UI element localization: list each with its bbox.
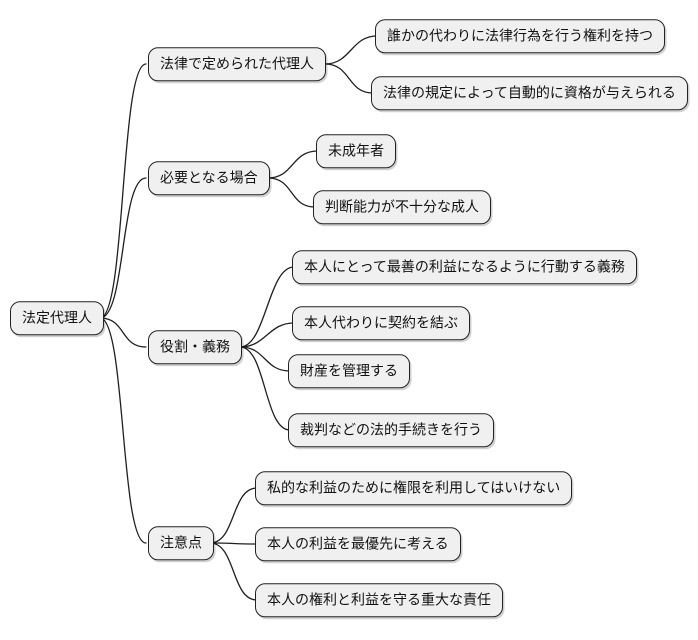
- node-leaf-minors: 未成年者: [316, 134, 396, 168]
- connector-root-branch-2: [99, 177, 147, 319]
- node-leaf-grave-responsibility-to-protect-rights: 本人の権利と利益を守る重大な責任: [255, 583, 503, 617]
- node-leaf-prioritize-principals-interest: 本人の利益を最優先に考える: [255, 527, 461, 561]
- node-leaf-duty-to-act-in-best-interest: 本人にとって最善の利益になるように行動する義務: [292, 250, 637, 284]
- connector-root-branch-4: [99, 317, 147, 544]
- node-leaf-conduct-legal-proceedings: 裁判などの法的手続きを行う: [288, 413, 494, 447]
- connector-branch-3-leaf-2: [239, 322, 295, 348]
- connector-branch-3-leaf-4: [239, 346, 291, 431]
- connector-root-branch-1: [99, 63, 147, 319]
- connector-branch-2-leaf-1: [267, 150, 319, 179]
- connector-branch-3-leaf-3: [239, 346, 291, 372]
- connector-branch-1-leaf-1: [324, 35, 378, 65]
- node-leaf-no-use-of-authority-for-private-gain: 私的な利益のために権限を利用してはいけない: [255, 471, 573, 505]
- connector-branch-4-leaf-1: [209, 487, 258, 544]
- node-branch-points-of-caution: 注意点: [148, 526, 214, 560]
- node-leaf-adults-with-insufficient-judgment: 判断能力が不十分な成人: [313, 190, 491, 224]
- node-leaf-manage-property: 財産を管理する: [288, 354, 410, 388]
- connector-branch-2-leaf-2: [267, 177, 316, 208]
- node-leaf-conclude-contracts-on-behalf: 本人代わりに契約を結ぶ: [292, 306, 470, 340]
- connector-branch-4-leaf-2: [209, 542, 258, 545]
- connector-branch-3-leaf-1: [239, 266, 295, 348]
- node-root: 法定代理人: [10, 301, 104, 335]
- connector-root-branch-3: [99, 317, 147, 348]
- connector-branch-1-leaf-2: [324, 63, 374, 94]
- node-branch-roles-and-duties: 役割・義務: [148, 330, 242, 364]
- node-branch-cases-where-needed: 必要となる場合: [148, 161, 270, 195]
- node-leaf-qualification-granted-automatically-by-law: 法律の規定によって自動的に資格が与えられる: [371, 76, 688, 110]
- node-leaf-right-to-act-legally-for-someone: 誰かの代わりに法律行為を行う権利を持つ: [375, 19, 665, 53]
- connector-branch-4-leaf-3: [209, 542, 258, 601]
- node-branch-legal-defined-representative: 法律で定められた代理人: [148, 47, 326, 81]
